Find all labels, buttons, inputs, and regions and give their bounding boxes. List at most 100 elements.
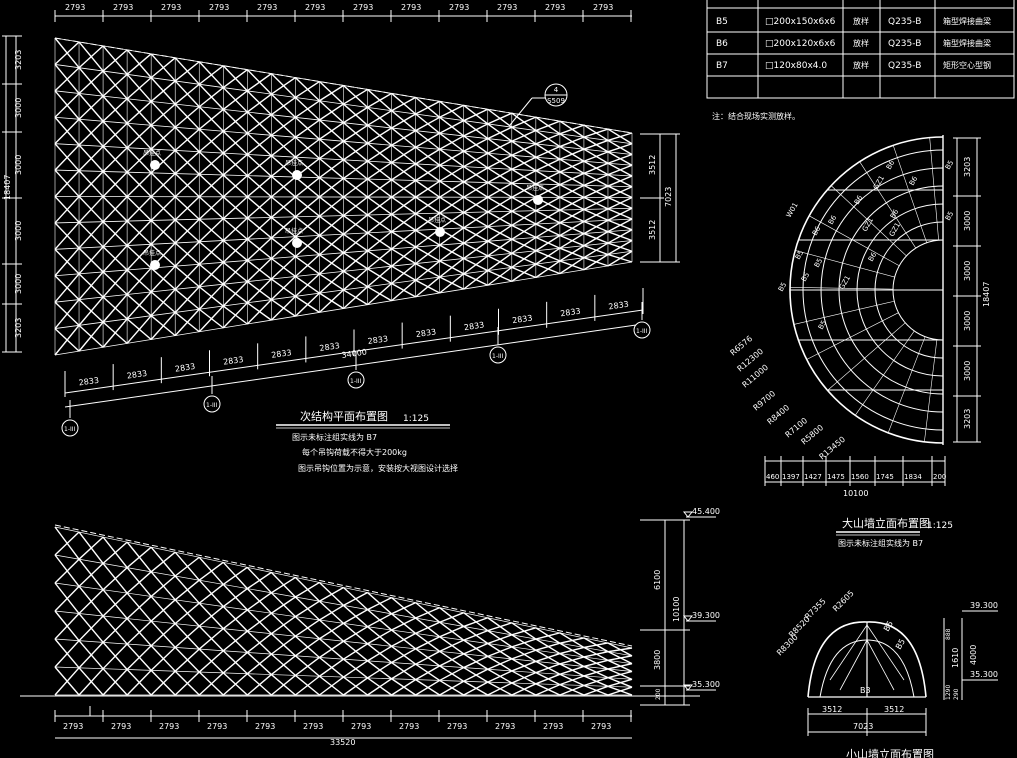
- diag-member: [559, 637, 585, 644]
- diag-member: [487, 126, 513, 140]
- diag-member: [126, 219, 152, 247]
- diag-member: [198, 108, 224, 130]
- diag-member: [126, 53, 152, 75]
- diag-member: [367, 144, 392, 162]
- diag-member: [222, 175, 248, 198]
- arc-bottom-dim: 200: [933, 473, 946, 481]
- axis-label: 1-III: [64, 426, 76, 433]
- diag-member: [391, 679, 417, 696]
- diag-member: [343, 214, 368, 235]
- top-dim: 2793: [209, 3, 229, 12]
- diag-member: [415, 196, 441, 215]
- diag-member: [511, 683, 537, 696]
- arc-right-dim: 3000: [963, 361, 972, 381]
- diag-member: [439, 625, 464, 638]
- diag-member: [102, 592, 128, 617]
- diag-member: [198, 583, 224, 604]
- diag-member: [126, 546, 152, 569]
- diag-member: [439, 196, 465, 214]
- arc-radial: [892, 145, 928, 243]
- diag-member: [367, 231, 393, 252]
- diag-member: [439, 104, 465, 118]
- diag-member: [559, 665, 585, 675]
- diag-member: [78, 589, 104, 615]
- diag-member: [102, 49, 128, 72]
- top-dim: 2793: [161, 3, 181, 12]
- axis-bubble: [203, 395, 221, 413]
- diag-member: [319, 604, 344, 621]
- diag-member: [391, 196, 417, 215]
- diag-member: [583, 208, 609, 223]
- diag-member: [319, 658, 344, 677]
- diag-member: [391, 179, 417, 198]
- big-gable-note: 图示未标注组实线为 B7: [838, 538, 923, 548]
- diag-member: [439, 273, 465, 294]
- diag-member: [367, 196, 393, 216]
- diag-member: [150, 219, 176, 245]
- diag-member: [174, 671, 200, 696]
- diag-member: [415, 244, 441, 265]
- diag-member: [270, 216, 296, 239]
- diag-member: [270, 77, 296, 95]
- hanger-marker: [292, 170, 302, 180]
- level-mark: [682, 615, 694, 622]
- diag-member: [439, 227, 465, 246]
- diag-member: [559, 196, 585, 211]
- diag-member: [343, 196, 368, 217]
- diag-member: [78, 120, 104, 146]
- diag-member: [126, 595, 152, 620]
- diag-member: [487, 622, 513, 632]
- gable-member: [839, 639, 868, 691]
- elev-bottom-dim: 2793: [63, 722, 83, 731]
- left-dimension-chain: [5, 36, 17, 352]
- diag-member: [511, 210, 537, 226]
- diag-member: [102, 269, 128, 298]
- diag-member: [583, 185, 609, 199]
- diag-member: [270, 295, 296, 321]
- diag-member: [198, 65, 224, 85]
- arc-radial: [809, 215, 900, 267]
- diag-member: [511, 671, 537, 684]
- diag-member: [54, 247, 80, 277]
- diag-member: [102, 669, 128, 696]
- diag-member: [54, 324, 80, 356]
- member-label: B6: [853, 194, 865, 206]
- diag-member: [126, 267, 152, 295]
- elev-dim: 6100: [653, 570, 662, 590]
- bottom-dim: 2833: [126, 369, 147, 381]
- diag-member: [607, 239, 633, 256]
- diag-member: [54, 196, 80, 224]
- diag-member: [367, 248, 393, 270]
- diag-member: [535, 133, 561, 145]
- left-dim: 3000: [14, 221, 23, 241]
- arc-bottom-dim: 1834: [904, 473, 922, 481]
- elev-bottom-dim: 2793: [399, 722, 419, 731]
- diag-member: [439, 119, 465, 134]
- diag-member: [559, 684, 585, 696]
- diag-member: [343, 268, 369, 291]
- small-bottom-dim: 3512: [884, 705, 904, 714]
- diag-member: [583, 139, 609, 150]
- member-label: B5: [800, 271, 812, 283]
- diag-member: [415, 679, 441, 696]
- diag-member: [318, 289, 344, 313]
- top-dim: 2793: [113, 3, 133, 12]
- bottom-dimension-chain: 2833283328332833283328332833283328332833…: [61, 288, 651, 437]
- bottom-total: 34000: [341, 347, 367, 360]
- diag-member: [126, 172, 152, 198]
- diag-member: [439, 242, 465, 262]
- diag-member: [559, 184, 585, 199]
- plan-title: 次结构平面布置图: [300, 409, 388, 423]
- diag-member: [102, 618, 128, 643]
- diag-member: [583, 128, 609, 138]
- table-grade: Q235-B: [888, 17, 921, 27]
- diag-member: [270, 196, 296, 218]
- top-dim: 2793: [65, 3, 85, 12]
- diag-member: [319, 84, 344, 102]
- table-type: 放样: [853, 38, 869, 48]
- diag-member: [54, 531, 80, 556]
- diag-member: [367, 613, 392, 628]
- left-dim: 3000: [14, 274, 23, 294]
- diag-member: [78, 615, 104, 642]
- elev-bottom-total: 33520: [330, 738, 355, 747]
